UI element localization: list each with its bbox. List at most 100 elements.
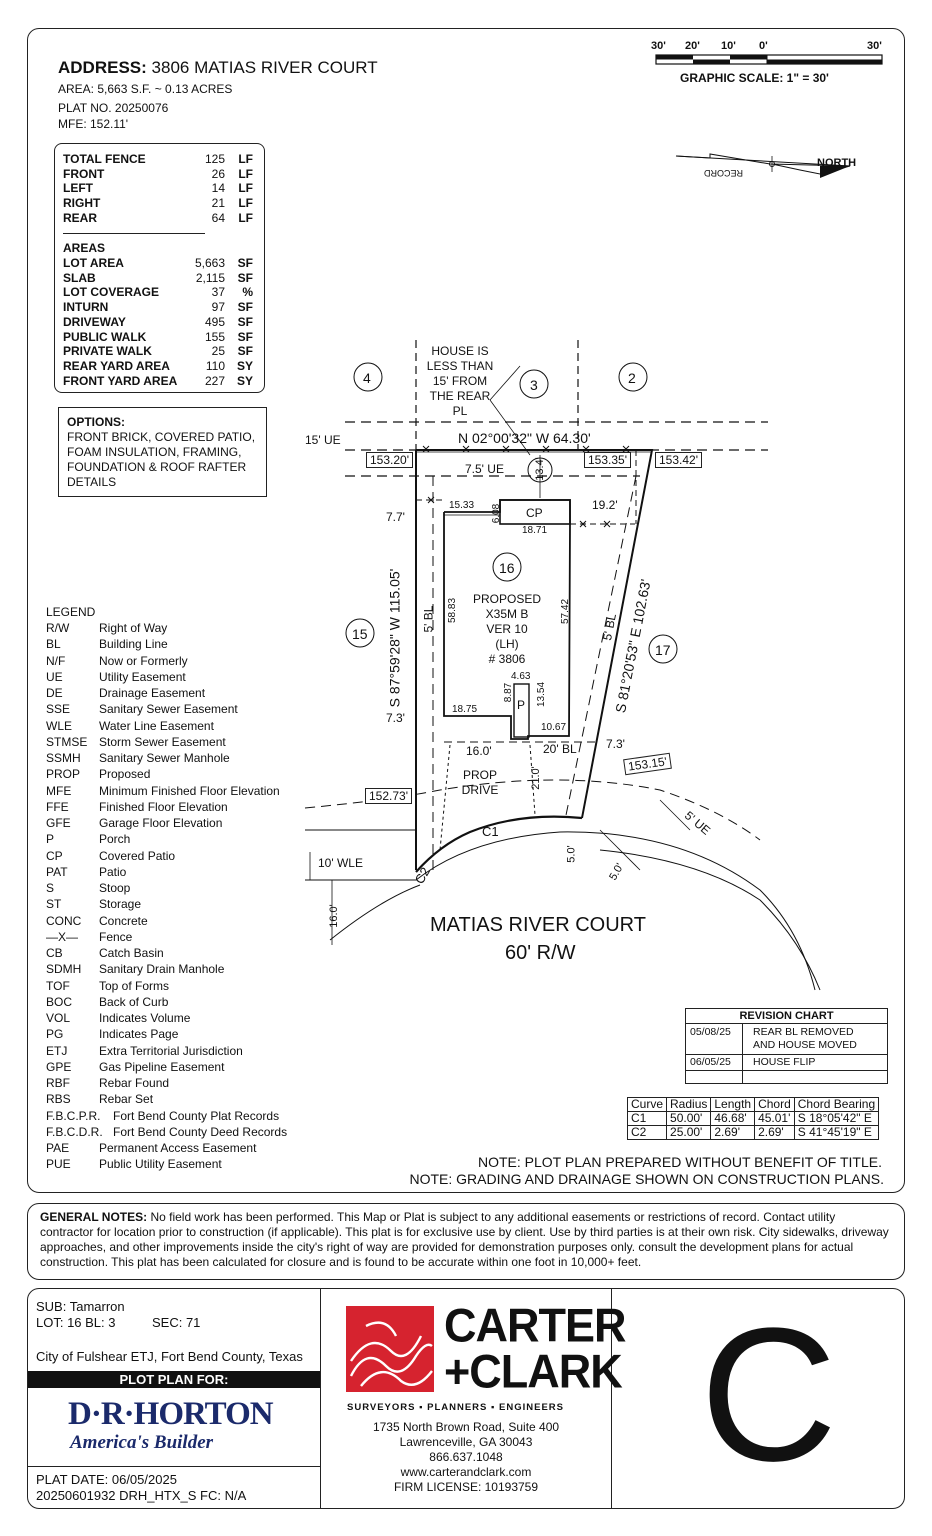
curve-label: C2 [411, 864, 433, 887]
legend-abbr: UE [46, 669, 63, 684]
area-text: AREA: 5,663 S.F. ~ 0.13 ACRES [58, 82, 233, 96]
area-label: DRIVEWAY [63, 314, 126, 329]
curve-cell: 46.68' [710, 1111, 756, 1126]
plat-date: PLAT DATE: 06/05/2025 [36, 1472, 177, 1487]
area-unit: SY [236, 373, 253, 388]
legend-abbr: GFE [46, 816, 71, 830]
curve-row: C1 50.00' 46.68' 45.01' S 18°05'42" E [626, 1111, 880, 1126]
legend-abbr: STMSE [46, 734, 88, 749]
dimension: 16.0' [327, 904, 340, 928]
legend-desc: Indicates Volume [99, 1011, 191, 1025]
legend-desc: Concrete [99, 913, 148, 928]
dr-horton-logo: D·R·HORTON [68, 1396, 274, 1432]
dimension: 15.33 [449, 500, 475, 511]
legend-title: LEGEND [46, 605, 96, 619]
fence-value: 14 [211, 181, 225, 196]
legend-abbr: CB [46, 946, 63, 960]
divider [63, 233, 205, 234]
legend-abbr: CONC [46, 913, 82, 928]
legend-desc: Fence [99, 929, 133, 944]
house-note-line: LESS THAN [426, 359, 494, 373]
fence-label: TOTAL FENCE [63, 152, 146, 166]
bl-label: 5' BL [600, 612, 619, 642]
wle-label: 10' WLE [318, 856, 363, 870]
fence-label: REAR [63, 210, 98, 225]
legend-desc: Finished Floor Elevation [99, 799, 228, 814]
legend-desc: Patio [99, 864, 127, 879]
legend-abbr: FFE [46, 799, 69, 814]
scale-bar [655, 54, 883, 65]
area-value: 495 [204, 314, 225, 329]
divider [28, 1466, 320, 1467]
fence-unit: LF [238, 196, 253, 211]
covered-patio-label: CP [526, 506, 543, 520]
city-county: City of Fulshear ETJ, Fort Bend County, … [36, 1349, 303, 1364]
legend-desc: Fort Bend County Deed Records [113, 1124, 288, 1139]
job-number: 20250601932 DRH_HTX_S FC: N/A [36, 1488, 247, 1503]
dimension: 18.75 [452, 704, 478, 715]
curve-header-row: Curve Radius Length Chord Chord Bearing [626, 1097, 880, 1112]
bl-label: 5' BL [421, 605, 436, 633]
lot-number: 16 [499, 560, 515, 576]
plot-plan-for-banner: PLOT PLAN FOR: [28, 1371, 320, 1388]
area-unit: SF [237, 314, 253, 329]
dimension: 21.0' [529, 766, 542, 790]
divider [611, 1289, 612, 1508]
plan-grade-letter: C [700, 1289, 838, 1501]
fence-unit: LF [238, 152, 253, 166]
legend-desc: Building Line [99, 637, 168, 652]
curve-table: Curve Radius Length Chord Chord Bearing … [626, 1097, 880, 1140]
house-note-line: HOUSE IS [431, 344, 489, 358]
firm-tagline: SURVEYORS ▪ PLANNERS ▪ ENGINEERS [347, 1402, 564, 1413]
legend-desc: Storm Sewer Easement [99, 734, 226, 749]
area-row: DRIVEWAY 495 SF [63, 315, 253, 329]
legend-abbr: RBS [46, 1092, 71, 1107]
legend-abbr: PAE [46, 1141, 70, 1155]
fence-value: 21 [211, 196, 225, 211]
dimension: 13.4' [533, 457, 546, 481]
dimension: 7.3' [386, 711, 405, 725]
revision-title: REVISION CHART [686, 1009, 887, 1024]
ue-label: 7.5' UE [465, 462, 504, 476]
scale-tick: 10' [721, 40, 736, 52]
note-title: NOTE: PLOT PLAN PREPARED WITHOUT BENEFIT… [478, 1154, 882, 1170]
lot-number: 4 [363, 370, 371, 386]
dimension: 7.7' [386, 510, 405, 524]
options-line: FOUNDATION & ROOF RAFTER [67, 460, 247, 474]
legend-desc: Gas Pipeline Easement [99, 1059, 225, 1074]
house-note-line: 15' FROM [432, 374, 488, 388]
legend-abbr: F.B.C.D.R. [46, 1124, 103, 1139]
legend-desc: Stoop [99, 881, 131, 895]
elevation-label: 152.73' [365, 788, 412, 804]
right-of-way: 60' R/W [505, 942, 576, 964]
area-unit: SF [237, 344, 253, 359]
revision-desc: HOUSE FLIP [753, 1056, 816, 1068]
firm-phone: 866.637.1048 [429, 1450, 503, 1464]
dimension: 5.0' [565, 845, 578, 863]
area-value: 5,663 [194, 256, 225, 270]
curve-cell: 2.69' [710, 1125, 756, 1140]
legend-abbr: SDMH [46, 962, 82, 977]
area-label: FRONT YARD AREA [63, 373, 178, 388]
legend-abbr: ETJ [46, 1043, 68, 1058]
house-label-line: # 3806 [488, 652, 526, 666]
legend-desc: Porch [99, 832, 131, 847]
dr-horton-tagline: America's Builder [70, 1432, 214, 1453]
area-label: LOT AREA [63, 256, 124, 270]
house-label-line: X35M B [485, 607, 529, 621]
area-label: LOT COVERAGE [63, 285, 160, 300]
fence-unit: LF [238, 166, 253, 181]
area-unit: SY [236, 358, 253, 373]
dimension: 10.67 [541, 722, 567, 733]
curve-label: C1 [482, 824, 499, 839]
revision-date: 05/08/25 [690, 1026, 731, 1038]
dimension: 58.83 [447, 597, 459, 624]
drive-label-line: DRIVE [461, 783, 499, 797]
scale-tick: 30' [867, 40, 882, 52]
dimension: 4.63 [511, 671, 531, 682]
